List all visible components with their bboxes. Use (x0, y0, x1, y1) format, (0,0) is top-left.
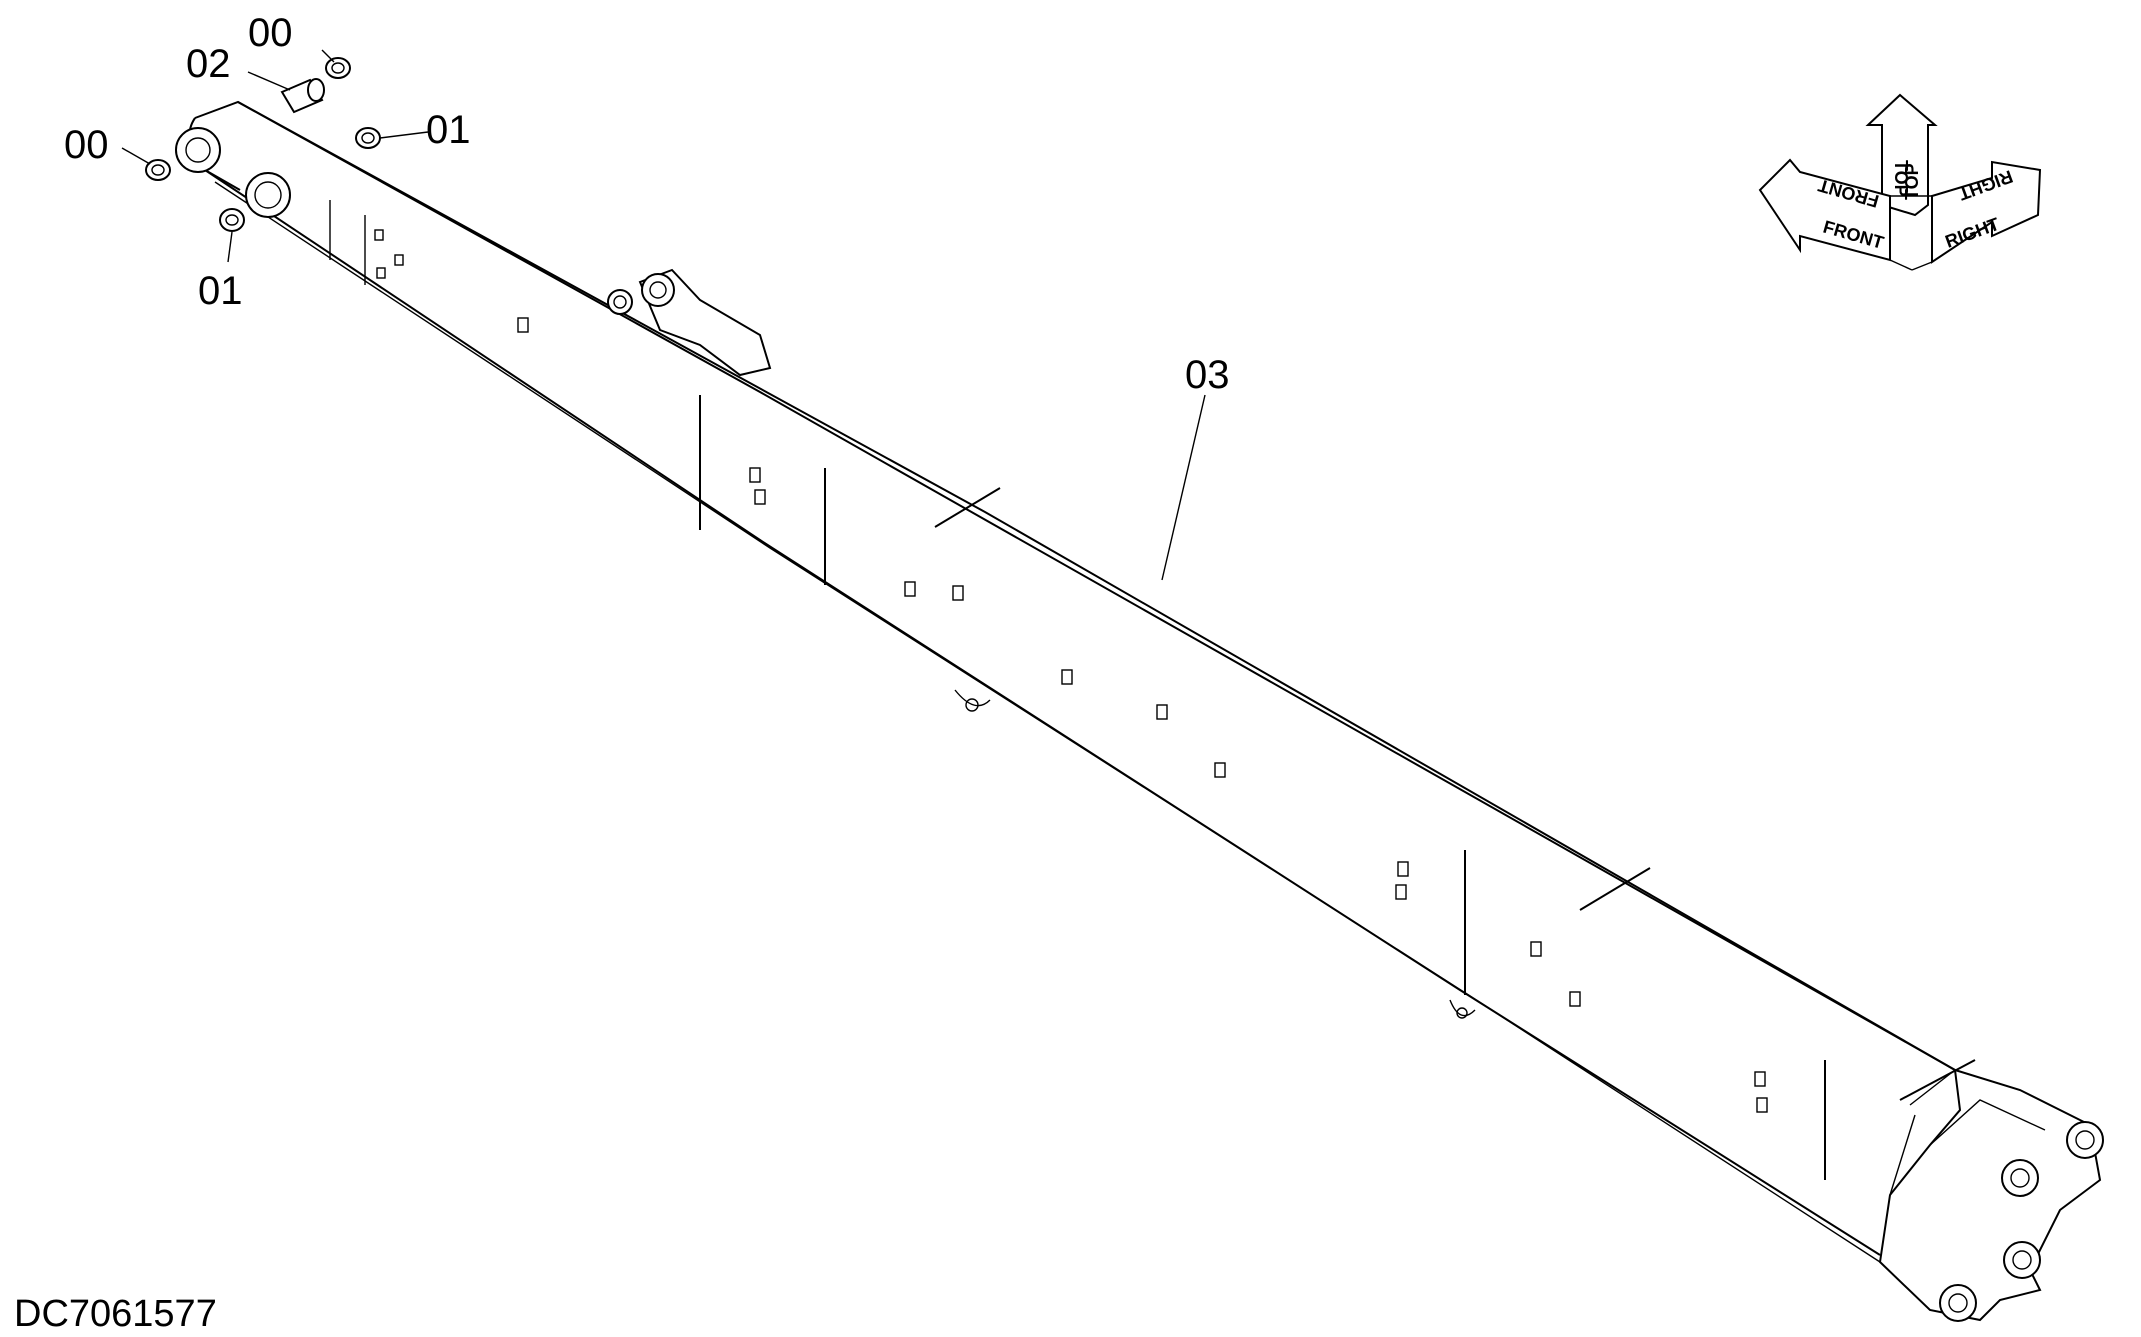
leader-lines (121, 49, 1206, 581)
label-top: TOP (1891, 160, 1911, 197)
part-bushing-00-left (145, 159, 171, 181)
callout-00-top: 00 (248, 11, 293, 55)
callout-00-left: 00 (64, 123, 109, 167)
callout-03: 03 (1185, 353, 1230, 397)
part-bushing-00-top (325, 57, 351, 79)
callout-01-bottom: 01 (198, 269, 243, 313)
callout-01-right: 01 (426, 108, 471, 152)
document-id: DC7061577 (14, 1293, 217, 1335)
part-bushing-01-bottom (219, 208, 245, 232)
part-pin-02 (280, 78, 325, 114)
boom-arm (175, 100, 2104, 1322)
part-bushing-01-right (355, 127, 381, 149)
label-top-mirror: TOP (1902, 163, 1922, 200)
orientation-indicator: FRONT FRONT TOP TOP RIGHT RIGHT (1758, 93, 2042, 271)
callout-02: 02 (186, 42, 231, 86)
